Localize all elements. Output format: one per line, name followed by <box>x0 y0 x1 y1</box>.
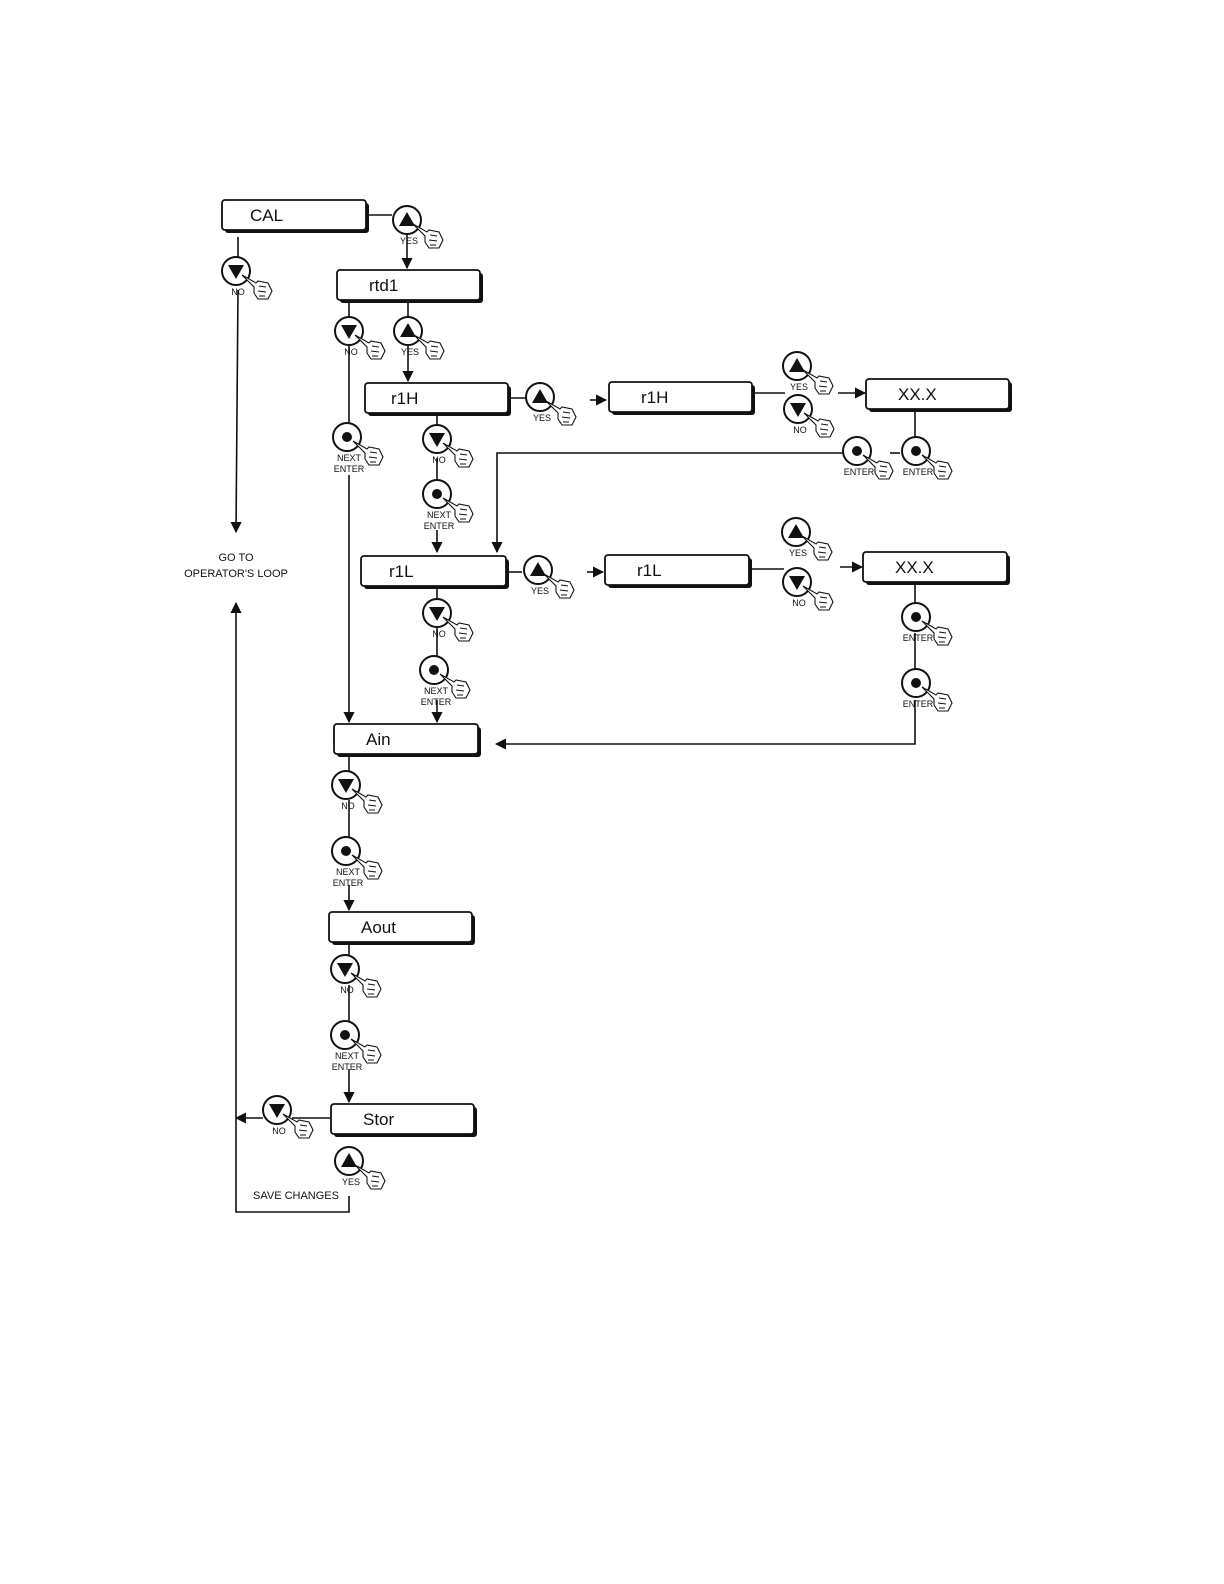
pointing-hand-icon <box>443 617 473 641</box>
button-label-yes: YES <box>342 1177 360 1187</box>
xx-l-label: XX.X <box>895 558 934 577</box>
button-label-no: NO <box>792 598 806 608</box>
xx-h-label: XX.X <box>898 385 937 404</box>
stor-label: Stor <box>363 1110 395 1129</box>
display-box-r1l-value: r1L <box>605 555 752 588</box>
enter-button-icon: ENTER <box>843 437 893 479</box>
down-arrow-button-icon: NO <box>423 425 473 467</box>
pointing-hand-icon <box>355 335 385 359</box>
button-label-enter: ENTER <box>333 878 364 888</box>
button-label-next: NEXT <box>336 867 361 877</box>
button-label-yes: YES <box>789 548 807 558</box>
button-label-yes: YES <box>401 347 419 357</box>
down-arrow-button-icon: NO <box>423 599 473 641</box>
button-label-yes: YES <box>400 236 418 246</box>
down-arrow-button-icon: NO <box>263 1096 313 1138</box>
display-box-aout: Aout <box>329 912 475 945</box>
r1l-menu-label: r1L <box>389 562 414 581</box>
enter-button-icon: ENTER <box>902 437 952 479</box>
button-label-no: NO <box>432 455 446 465</box>
connector-26 <box>496 700 915 744</box>
button-label-enter: ENTER <box>424 521 455 531</box>
down-arrow-button-icon: NO <box>331 955 381 997</box>
notes: GO TO OPERATOR'S LOOP SAVE CHANGES <box>184 552 339 1202</box>
button-label-enter: ENTER <box>903 633 934 643</box>
down-arrow-button-icon: NO <box>784 395 834 437</box>
pointing-hand-icon <box>443 443 473 467</box>
up-arrow-button-icon: YES <box>782 518 832 560</box>
button-label-next: NEXT <box>424 686 449 696</box>
display-box-r1h-value: r1H <box>609 382 755 415</box>
connector-4 <box>236 290 238 532</box>
button-label-no: NO <box>432 629 446 639</box>
button-label-enter: ENTER <box>334 464 365 474</box>
down-arrow-button-icon: NO <box>222 257 272 299</box>
rtd1-label: rtd1 <box>369 276 398 295</box>
display-box-rtd1: rtd1 <box>337 270 483 303</box>
button-label-no: NO <box>341 801 355 811</box>
pointing-hand-icon <box>804 413 834 437</box>
goto-label-line1: GO TO <box>218 552 253 564</box>
button-label-no: NO <box>231 287 245 297</box>
pointing-hand-icon <box>803 586 833 610</box>
display-box-stor: Stor <box>331 1104 477 1137</box>
up-arrow-button-icon: YES <box>524 556 574 598</box>
up-arrow-button-icon: YES <box>526 383 576 425</box>
button-label-enter: ENTER <box>903 467 934 477</box>
display-box-xx-l: XX.X <box>863 552 1010 585</box>
enter-button-icon: ENTER <box>902 669 952 711</box>
button-label-next: NEXT <box>427 510 452 520</box>
pointing-hand-icon <box>351 973 381 997</box>
r1h-value-label: r1H <box>641 388 668 407</box>
down-arrow-button-icon: NO <box>332 771 382 813</box>
button-label-no: NO <box>340 985 354 995</box>
aout-label: Aout <box>361 918 396 937</box>
display-box-r1l-menu: r1L <box>361 556 509 589</box>
up-arrow-button-icon: YES <box>394 317 444 359</box>
button-label-enter: ENTER <box>903 699 934 709</box>
up-arrow-button-icon: YES <box>393 206 443 248</box>
button-label-next: NEXT <box>337 453 362 463</box>
button-label-enter: ENTER <box>421 697 452 707</box>
button-label-next: NEXT <box>335 1051 360 1061</box>
r1h-menu-label: r1H <box>391 389 418 408</box>
r1l-value-label: r1L <box>637 561 662 580</box>
button-label-no: NO <box>344 347 358 357</box>
enter-button-icon: ENTER <box>902 603 952 645</box>
down-arrow-button-icon: NO <box>335 317 385 359</box>
cal-label: CAL <box>250 206 283 225</box>
display-box-r1h-menu: r1H <box>365 383 511 416</box>
button-label-yes: YES <box>533 413 551 423</box>
button-label-no: NO <box>793 425 807 435</box>
display-box-ain: Ain <box>334 724 481 757</box>
pointing-hand-icon <box>242 275 272 299</box>
pointing-hand-icon <box>352 789 382 813</box>
button-label-enter: ENTER <box>332 1062 363 1072</box>
button-label-yes: YES <box>531 586 549 596</box>
down-arrow-button-icon: NO <box>783 568 833 610</box>
goto-label-line2: OPERATOR'S LOOP <box>184 568 288 580</box>
display-box-cal: CAL <box>222 200 369 233</box>
button-label-enter: ENTER <box>844 467 875 477</box>
ain-label: Ain <box>366 730 391 749</box>
button-label-no: NO <box>272 1126 286 1136</box>
save-changes-label: SAVE CHANGES <box>253 1190 339 1202</box>
display-box-xx-h: XX.X <box>866 379 1012 412</box>
up-arrow-button-icon: YES <box>783 352 833 394</box>
up-arrow-button-icon: YES <box>335 1147 385 1189</box>
button-label-yes: YES <box>790 382 808 392</box>
